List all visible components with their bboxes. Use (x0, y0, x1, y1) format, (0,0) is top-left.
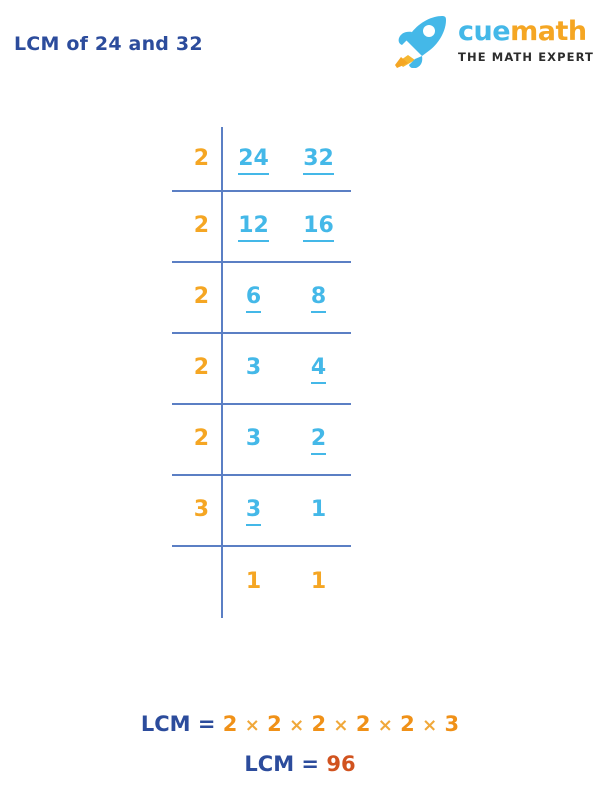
lcm-answer-label: LCM (244, 752, 295, 776)
lcm-factor: 2 (311, 712, 327, 736)
ladder-value-a: 6 (221, 283, 286, 313)
ladder-value-a: 3 (221, 496, 286, 526)
lcm-answer-line: LCM = 96 (0, 752, 600, 776)
ladder-row-divider (172, 261, 351, 263)
lcm-factor: 2 (400, 712, 415, 736)
ladder-value-b: 1 (310, 496, 327, 522)
ladder-divisor: 2 (193, 283, 209, 309)
ladder-value-a: 3 (245, 354, 262, 380)
lcm-label: LCM (140, 712, 191, 736)
brand-tagline: THE MATH EXPERT (458, 50, 594, 64)
ladder-row: 3 3 1 (172, 474, 351, 545)
ladder-vertical-divider (221, 127, 223, 618)
lcm-factor: 2 (355, 712, 371, 736)
ladder-value-b: 16 (286, 212, 351, 242)
multiply-icon: × (333, 715, 349, 736)
rocket-icon (395, 16, 447, 68)
ladder-row: 2 24 32 (172, 127, 351, 190)
page-title: LCM of 24 and 32 (14, 33, 203, 55)
ladder-divisor: 3 (193, 496, 209, 522)
ladder-value-b: 2 (286, 425, 351, 455)
brand-text: cuemath THE MATH EXPERT (458, 14, 594, 64)
ladder-divisor: 2 (193, 212, 209, 238)
brand-math: math (510, 16, 587, 47)
equals-sign: = (301, 752, 320, 776)
multiply-icon: × (289, 715, 305, 736)
ladder-value-b: 8 (286, 283, 351, 313)
lcm-answer-value: 96 (326, 752, 356, 776)
ladder-divisor: 2 (193, 354, 209, 380)
ladder-value-a: 12 (221, 212, 286, 242)
ladder-row-divider (172, 474, 351, 476)
multiply-icon: × (377, 715, 393, 736)
brand-cue: cue (458, 16, 511, 47)
ladder-row-divider (172, 332, 351, 334)
ladder-value-b: 32 (286, 145, 351, 175)
brand-wordmark: cuemath (458, 18, 587, 45)
ladder-value-a: 3 (245, 425, 262, 451)
ladder-divisor: 2 (193, 425, 209, 451)
lcm-factor: 2 (267, 712, 282, 736)
ladder-row: 2 6 8 (172, 261, 351, 332)
ladder-row: 2 3 4 (172, 332, 351, 403)
multiply-icon: × (422, 715, 438, 736)
ladder-row: 2 12 16 (172, 190, 351, 261)
lcm-factor: 2 (222, 712, 238, 736)
equals-sign: = (197, 712, 216, 736)
ladder-value-b: 4 (286, 354, 351, 384)
cuemath-logo: cuemath THE MATH EXPERT (392, 10, 594, 68)
lcm-factorization-line: LCM = 2 × 2 × 2 × 2 × 2 × 3 (0, 712, 600, 736)
ladder-row: 2 3 2 (172, 403, 351, 474)
lcm-factor: 3 (444, 712, 460, 736)
ladder-row-divider (172, 403, 351, 405)
ladder-value-b: 1 (310, 568, 327, 594)
ladder-value-a: 24 (221, 145, 286, 175)
ladder-value-a: 1 (245, 568, 262, 594)
multiply-icon: × (244, 715, 260, 736)
ladder-divisor: 2 (193, 145, 209, 171)
ladder-row-divider (172, 545, 351, 547)
ladder-row-divider (172, 190, 351, 192)
ladder-row-final: 1 1 (172, 545, 351, 618)
division-ladder: 2 24 32 2 12 16 2 6 8 2 3 4 2 3 2 3 3 1 … (172, 127, 351, 618)
